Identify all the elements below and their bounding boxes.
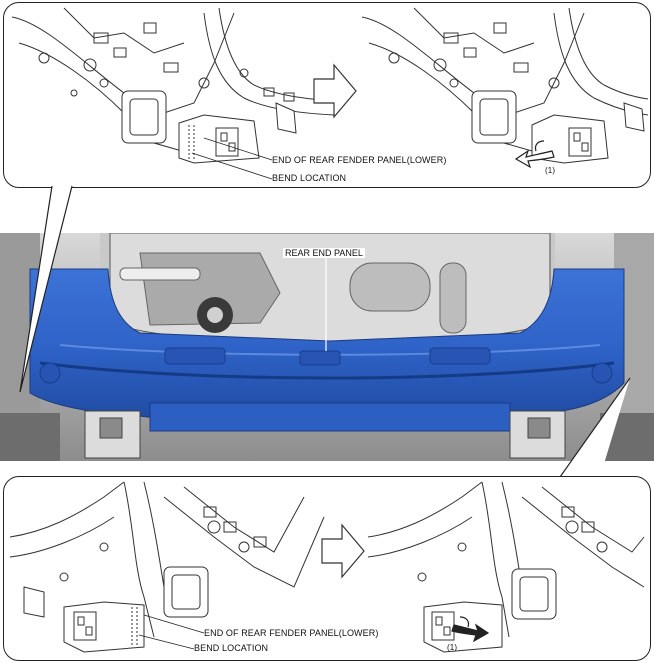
top-callout-drawing <box>11 7 649 180</box>
label-end-of-rear-fender-panel-bottom: END OF REAR FENDER PANEL(LOWER) <box>204 628 379 638</box>
label-bend-location-top: BEND LOCATION <box>272 173 347 183</box>
bottom-right-illustration <box>367 481 645 653</box>
right-arrow-icon <box>321 523 365 579</box>
bend-arrow-icon <box>514 149 555 169</box>
bottom-left-illustration <box>9 481 325 653</box>
top-leader-lines <box>191 137 273 180</box>
top-right-illustration <box>361 7 649 164</box>
bottom-callout-drawing <box>9 481 645 653</box>
bottom-leader-lines <box>138 614 205 650</box>
rear-end-photo: REAR END PANEL <box>0 233 654 461</box>
bottom-callout: END OF REAR FENDER PANEL(LOWER) BEND LOC… <box>3 476 651 661</box>
step-marker-top: (1) <box>545 166 556 175</box>
rear-end-drawing <box>0 233 654 461</box>
top-left-illustration <box>11 7 335 164</box>
top-callout: END OF REAR FENDER PANEL(LOWER) BEND LOC… <box>3 2 651 188</box>
step-marker-bottom: (1) <box>447 643 458 652</box>
label-bend-location-bottom: BEND LOCATION <box>194 643 269 653</box>
bend-arrow-icon <box>451 623 490 643</box>
label-rear-end-panel: REAR END PANEL <box>283 248 365 258</box>
label-end-of-rear-fender-panel-top: END OF REAR FENDER PANEL(LOWER) <box>272 155 447 165</box>
right-arrow-icon <box>313 63 357 119</box>
